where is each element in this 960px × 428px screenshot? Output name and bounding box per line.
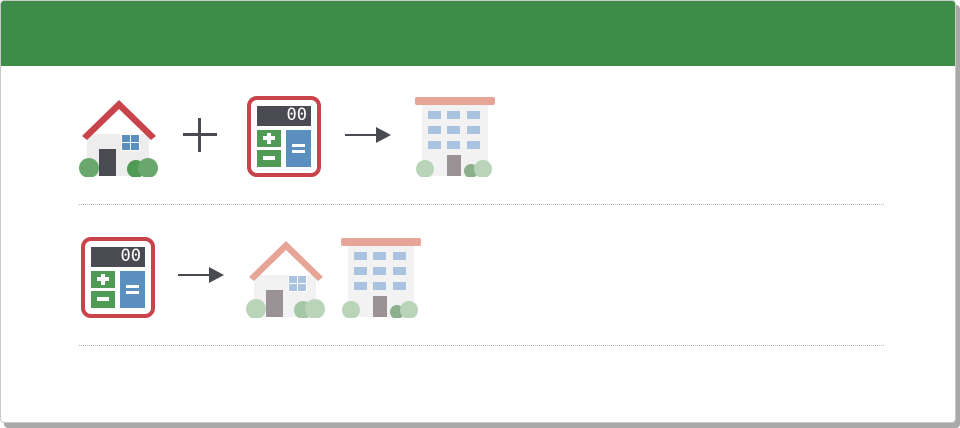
calculator-display-text: 00 (286, 105, 307, 125)
calculator-icon: 00 (247, 96, 321, 177)
house-icon (79, 100, 158, 177)
calculator-icon: 00 (81, 237, 155, 318)
apartment-building-icon (415, 97, 495, 177)
calculator-display-text: 00 (120, 246, 141, 266)
card-header-bar (1, 1, 955, 66)
arrow-right-icon (178, 267, 224, 283)
apartment-building-icon-faded (341, 238, 421, 318)
row-divider (79, 345, 884, 346)
plus-icon (183, 118, 217, 152)
arrow-right-icon (345, 127, 391, 143)
row-divider (79, 204, 884, 205)
house-icon-faded (246, 241, 325, 318)
